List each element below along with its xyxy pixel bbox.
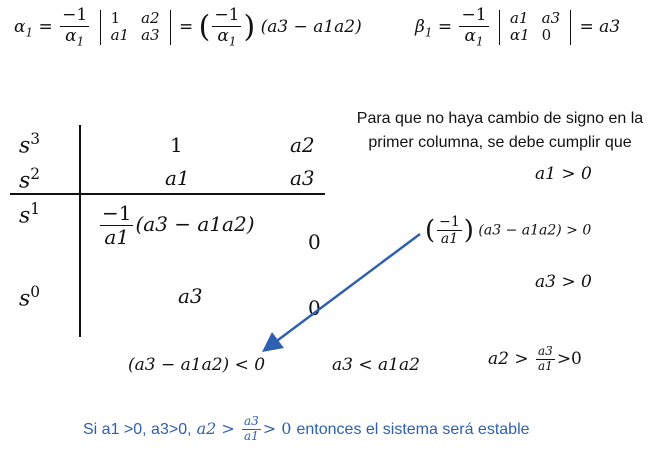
routh-row-s3-col2: a2 xyxy=(290,133,315,157)
condition-fraction: −1 a1 xyxy=(437,214,462,248)
routh-row-s0-power: s0 xyxy=(19,283,41,312)
derived-inequality-1: (a3 − a1a2) < 0 xyxy=(128,355,266,375)
condition-a3-positive: a3 > 0 xyxy=(535,272,592,292)
beta1-result: = a3 xyxy=(579,16,621,37)
alpha1-result-factor: (a3 − a1a2) xyxy=(260,16,362,37)
routh-row-s1-col1: −1 a1 (a3 − a1a2) xyxy=(100,201,255,249)
routh-row-s1-power: s1 xyxy=(19,200,41,229)
routh-row-s1-col2: 0 xyxy=(308,230,321,254)
routh-row-s2-col1: a1 xyxy=(165,166,190,190)
conclusion-suffix: entonces el sistema será estable xyxy=(296,420,530,438)
routh-row-s2-col2: a3 xyxy=(290,166,315,190)
condition-a1-positive: a1 > 0 xyxy=(535,164,592,184)
note-line-1: Para que no haya cambio de signo en la xyxy=(356,110,644,127)
derived-inequality-2: a3 < a1a2 xyxy=(332,355,420,375)
derived-fraction: a3 a1 xyxy=(536,344,555,373)
note-line-2: primer columna, se debe cumplir que xyxy=(368,134,632,151)
fraction-minus-one-over-alpha1-b: −1 α1 xyxy=(212,5,242,48)
fraction-minus-one-over-alpha1-c: −1 α1 xyxy=(459,5,489,48)
stability-note: Para que no haya cambio de signo en la p… xyxy=(340,107,660,155)
alpha1-symbol: α1 xyxy=(14,16,34,40)
routh-row-s2-power: s2 xyxy=(19,165,41,194)
derived-inequality-3: a2 > a3 a1 >0 xyxy=(488,344,582,373)
routh-row-s3-col1: 1 xyxy=(170,133,183,157)
beta1-symbol: β1 xyxy=(415,16,433,40)
condition-first-column-s1: ( −1 a1 ) (a3 − a1a2) > 0 xyxy=(425,214,592,248)
routh-row-s3-power: s3 xyxy=(19,130,41,159)
fraction-minus-one-over-alpha1: −1 α1 xyxy=(60,5,90,48)
conclusion-inequality: a2 > a3 a1 > 0 xyxy=(196,414,292,443)
stability-conclusion: Si a1 >0, a3>0, a2 > a3 a1 > 0 entonces … xyxy=(83,414,530,444)
conclusion-prefix: Si a1 >0, a3>0, xyxy=(83,420,192,438)
routh-s1-fraction: −1 a1 xyxy=(100,201,134,249)
routh-row-s0-col1: a3 xyxy=(178,284,203,308)
equals-sign: = xyxy=(38,16,53,37)
routh-table-horizontal-line xyxy=(10,193,325,195)
routh-table-vertical-line xyxy=(79,125,81,337)
conclusion-fraction: a3 a1 xyxy=(241,414,261,443)
